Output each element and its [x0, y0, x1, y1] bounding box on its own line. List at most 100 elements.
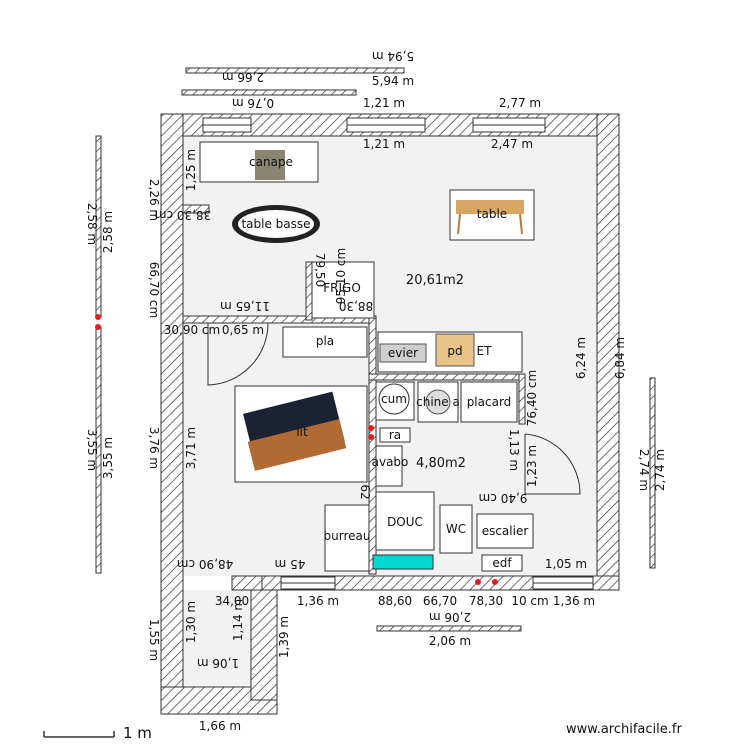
dim-cm-940: 9,40 cm: [479, 491, 528, 505]
measure-marker: [95, 314, 101, 320]
dim-cm-62: 62: [358, 484, 372, 499]
lavabo-label: avabo: [372, 455, 409, 469]
dim-top-inner-a: 1,21 m: [363, 137, 405, 151]
pd-label: pd: [447, 344, 462, 358]
dim-left-wall-lower: 3,76 m: [147, 427, 161, 469]
measure-bar-top-2: [181, 89, 357, 96]
machine-label: chine a: [416, 395, 460, 409]
wc: [439, 504, 473, 554]
measure-bar-top-1: [185, 67, 405, 74]
dim-left-inner-lower: 3,71 m: [184, 427, 198, 469]
dim-left-inner-upper: 1,25 m: [184, 149, 198, 191]
dim-left-outer-top-b: 2,58 m: [101, 211, 115, 253]
cum-label: cum: [381, 392, 407, 406]
dim-ext-130: 1,30 m: [184, 601, 198, 643]
bureau-label: burreau: [324, 529, 371, 543]
edf: [481, 554, 523, 572]
dim-bottom-i: 10 cm: [511, 594, 548, 608]
dim-lt065: 0,65 m: [222, 323, 264, 337]
measure-bars: [95, 67, 656, 632]
dim-left-outer-bottom-a: 3,55 m: [85, 429, 99, 471]
placard-label: placard: [467, 395, 512, 409]
dim-ext-155: 1,55 m: [147, 619, 161, 661]
dim-bottom-g: 66,70: [423, 594, 457, 608]
partition-upper-left: [182, 204, 210, 214]
measure-marker: [95, 324, 101, 330]
evier: [379, 343, 427, 363]
frigo-label: FRIGO: [323, 281, 361, 295]
dim-top-window-b-mirror: 0,76 m: [232, 96, 274, 110]
dim-cm-7950: 79,50: [313, 253, 327, 287]
dim-cm-7640: 76,40 cm: [525, 370, 539, 426]
dim-right-small-b: 2,74 m: [653, 449, 667, 491]
dim-bottom-f: 88,60: [378, 594, 412, 608]
dim-left-wall-upper: 2,26 m: [147, 179, 161, 221]
radiator: [379, 427, 411, 443]
area-main: 20,61m2: [406, 273, 464, 288]
table-basse-label: table basse: [241, 217, 310, 231]
dim-top-inner-b: 2,47 m: [491, 137, 533, 151]
dim-cm-3090: 30,90 cm: [164, 323, 220, 337]
douche: [375, 491, 435, 551]
dim-cm-8830: 88,30: [339, 299, 373, 313]
partition-frigo: [305, 261, 313, 321]
partition-bath-right: [518, 373, 526, 425]
wc-label: WC: [446, 522, 466, 536]
placard: [460, 381, 518, 423]
dim-right-outer: 6,84 m: [613, 337, 627, 379]
window-bath-cyan: [372, 554, 434, 570]
douche-label: DOUC: [387, 515, 423, 529]
dim-left-outer-bottom-b: 3,55 m: [101, 437, 115, 479]
dim-left-outer-top-a: 2,58 m: [85, 203, 99, 245]
pd: [435, 333, 475, 367]
lavabo: [375, 445, 403, 487]
dim-bottom-k-mirror: 2,06 m: [429, 610, 471, 624]
frigo: [311, 261, 375, 319]
dim-ext-139: 1,39 m: [277, 616, 291, 658]
dim-right-inner: 6,24 m: [574, 337, 588, 379]
dim-ext-114: 1,14 m: [231, 599, 245, 641]
dim-bottom-c: 1,05 m: [545, 557, 587, 571]
pla-label: pla: [316, 334, 334, 348]
ra-label: ra: [389, 428, 401, 442]
dim-bottom-b: 45 m: [275, 557, 306, 571]
canape-image: [255, 150, 285, 180]
walls: [160, 113, 620, 715]
dim-cm-3830: 38,30 cm: [155, 208, 211, 222]
dim-bottom-e: 1,36 m: [297, 594, 339, 608]
measure-bar-bottom: [376, 625, 522, 632]
dim-top-window-a-mirror: 2,66 m: [222, 70, 264, 84]
partition-bath-top: [368, 373, 525, 381]
dim-bottom-d: 34,00: [215, 594, 249, 608]
dim-bottom-j: 1,36 m: [553, 594, 595, 608]
wall-bottom-corner: [231, 575, 263, 591]
watermark-footer: www.archifacile.fr: [566, 722, 682, 737]
bureau: [324, 504, 370, 572]
escalier: [476, 513, 534, 549]
scale-bar: [43, 731, 115, 738]
dim-cm-9510: 95,10 cm: [334, 248, 348, 304]
pla: [282, 326, 368, 358]
furniture: canape table basse table FRIGO pla evier…: [199, 141, 535, 585]
dimension-labels: 5,94 m 5,94 m 2,66 m 0,76 m 1,21 m 2,77 …: [85, 49, 667, 733]
dim-m-113: 1,13 m: [507, 429, 521, 471]
dim-top-window-b: 1,21 m: [363, 96, 405, 110]
dim-top-inner: 5,94 m: [372, 74, 414, 88]
windows: [202, 117, 594, 590]
et-label: ET: [477, 344, 493, 358]
dim-top-outer-mirror: 5,94 m: [372, 49, 414, 63]
edf-label: edf: [492, 556, 512, 570]
dim-pla: 11,65 m: [220, 299, 270, 313]
door-bathroom: [524, 433, 581, 495]
canape-label: canape: [249, 155, 293, 169]
scale-label: 1 m: [123, 724, 152, 742]
evier-label: evier: [388, 346, 418, 360]
doors: [207, 322, 581, 495]
lit-label: lit: [296, 425, 308, 439]
measure-bar-right: [649, 377, 656, 569]
wall-left: [160, 113, 184, 715]
dim-ext-166: 1,66 m: [199, 719, 241, 733]
dim-bottom-a: 48,90 cm: [177, 557, 233, 571]
door-bedroom: [207, 322, 269, 386]
